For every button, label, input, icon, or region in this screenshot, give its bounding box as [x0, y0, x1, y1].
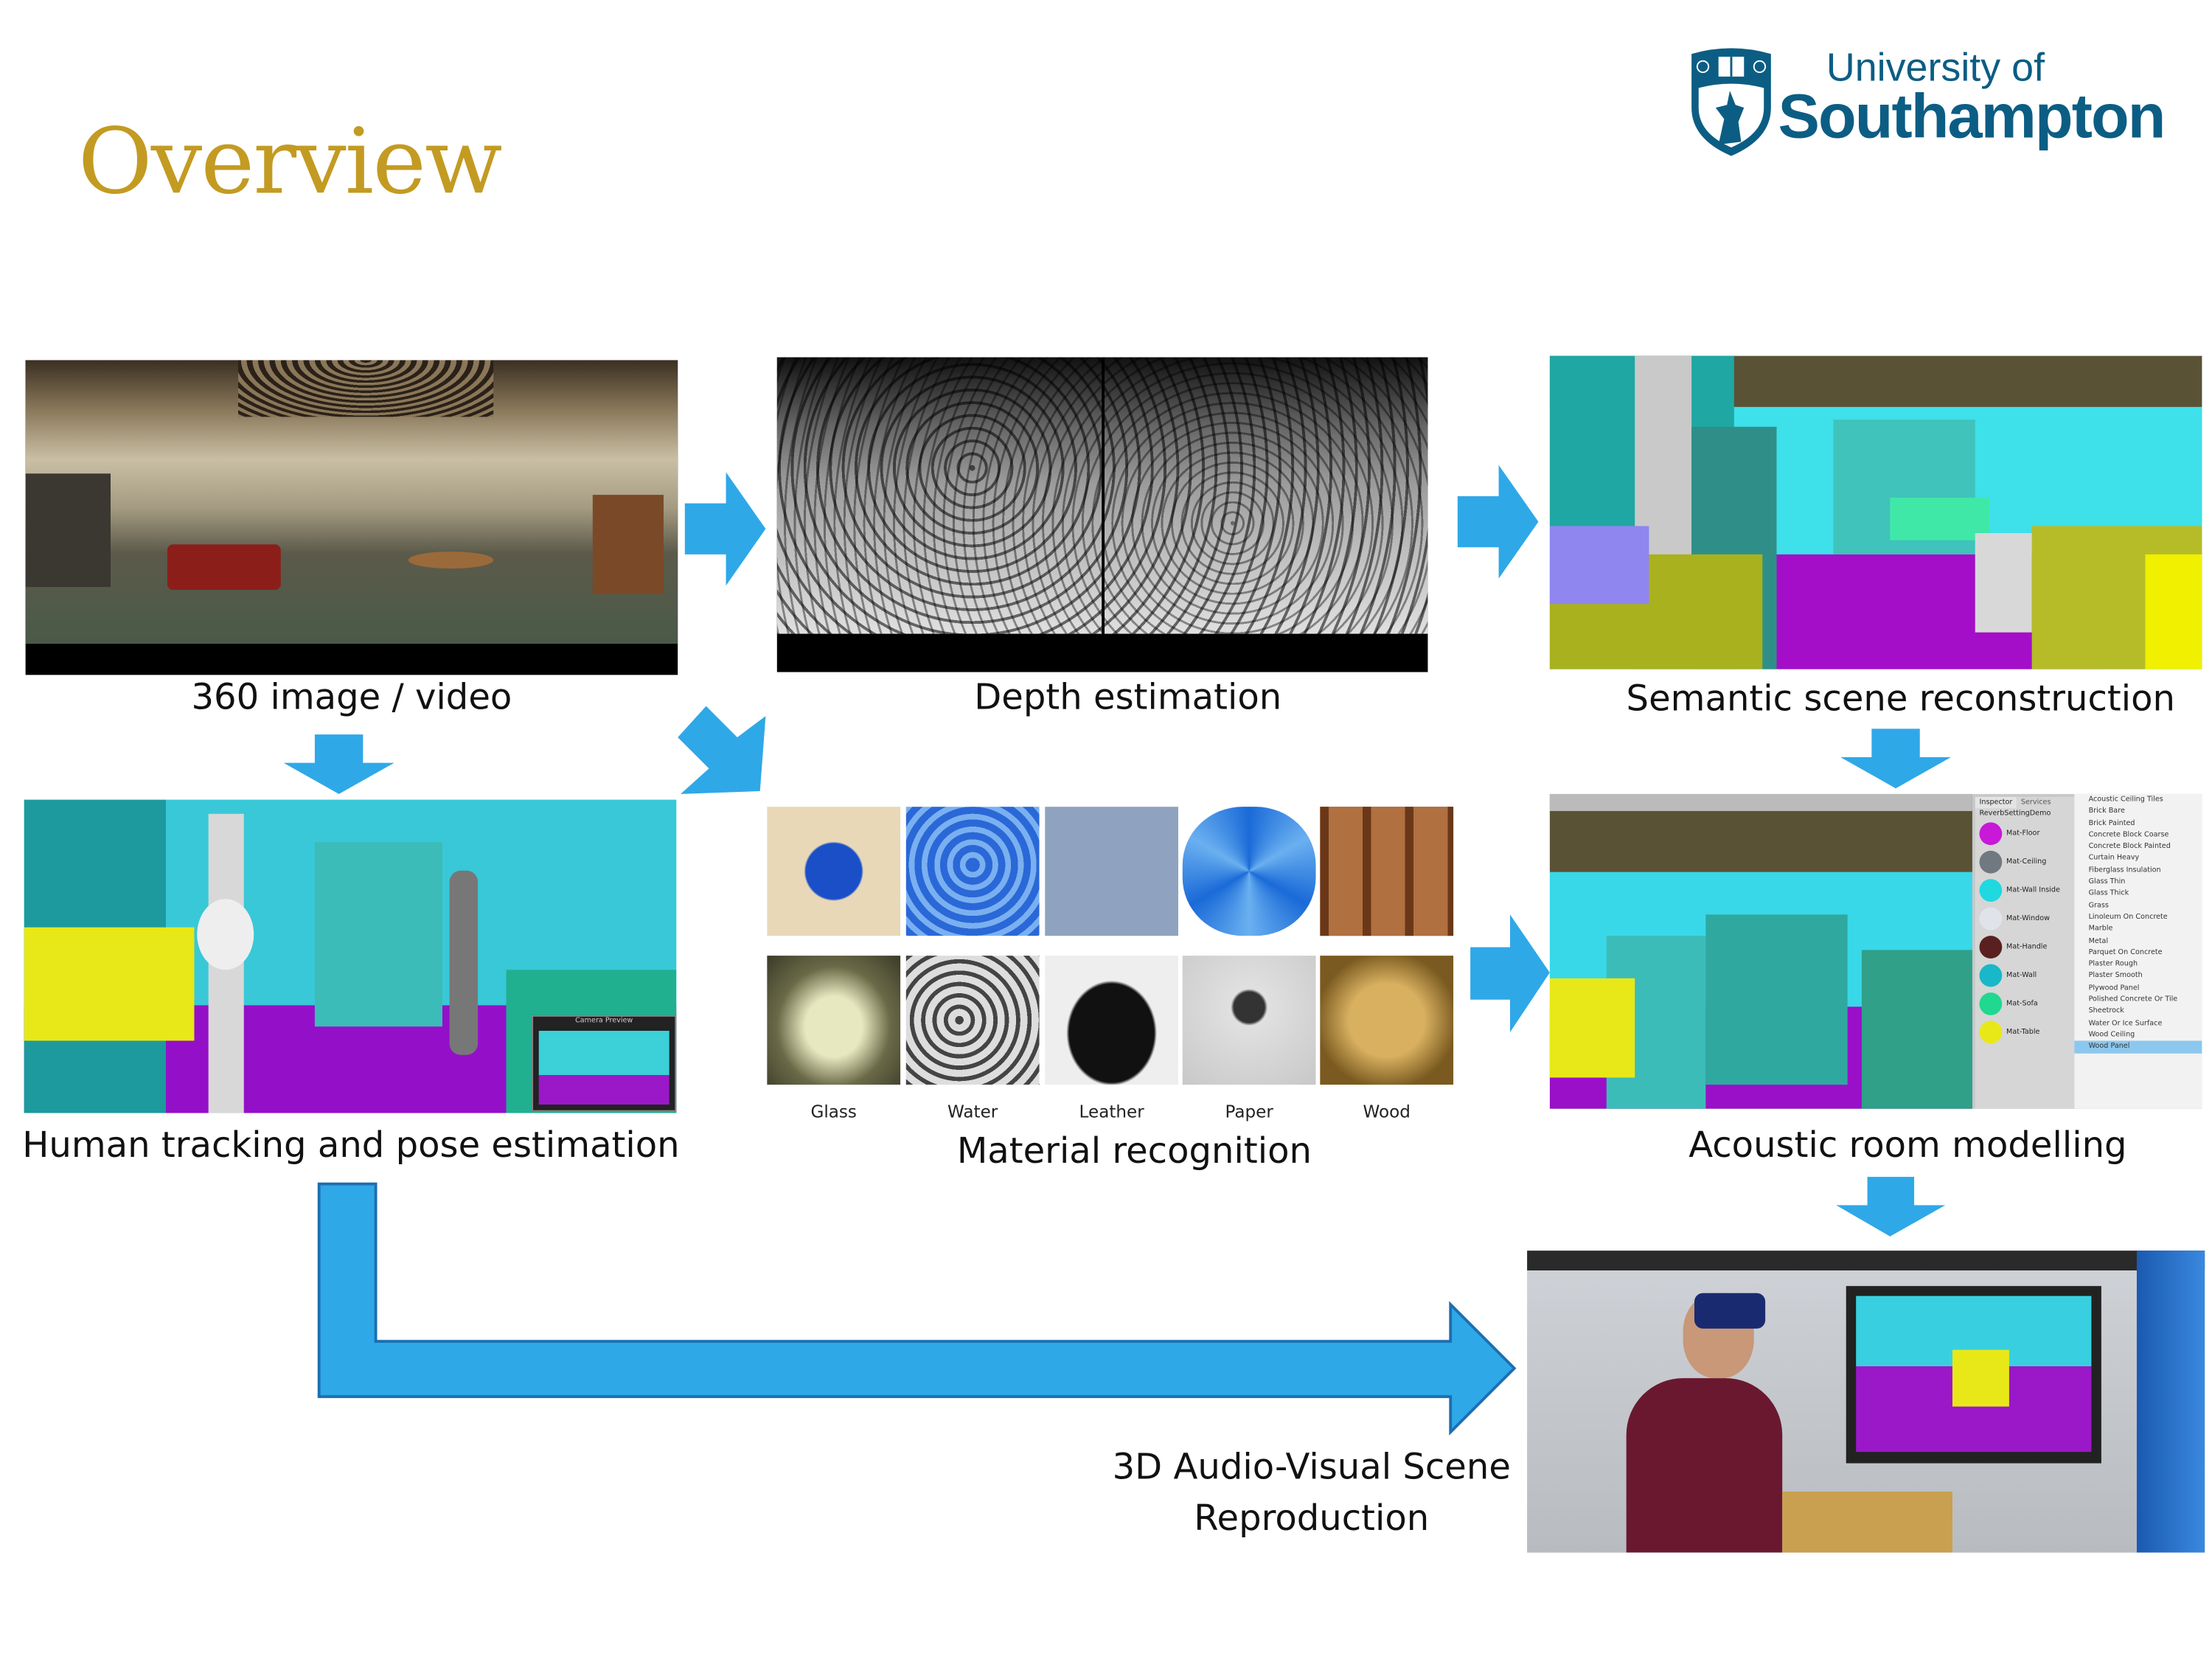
material-label-paper: Paper — [1225, 1102, 1273, 1122]
material-slot-label: Mat-Handle — [2006, 942, 2048, 952]
arrow-down-icon — [1836, 1177, 1946, 1237]
dropdown-option[interactable]: Concrete Block Coarse — [2088, 830, 2169, 840]
material-slot-label: Mat-Wall — [2006, 971, 2037, 980]
dropdown-option[interactable]: Glass Thin — [2088, 877, 2126, 887]
material-tile-glass — [767, 807, 901, 936]
arrow-right-icon — [684, 472, 766, 586]
inspector-tab-bar: Inspector Services — [1975, 796, 2075, 809]
material-tile-leather-2 — [1045, 956, 1179, 1085]
dropdown-option[interactable]: Curtain Heavy — [2088, 854, 2140, 863]
material-slot[interactable]: Mat-Wall Inside — [1975, 876, 2075, 904]
label-depth: Depth estimation — [974, 676, 1282, 718]
material-sphere-icon — [1979, 850, 2003, 874]
dropdown-option[interactable]: Marble — [2088, 925, 2113, 933]
material-tile-wood-2 — [1320, 956, 1454, 1085]
arrow-right-icon — [1457, 465, 1539, 579]
material-slot-label: Mat-Wall Inside — [2006, 886, 2060, 895]
dropdown-option[interactable]: Water Or Ice Surface — [2088, 1018, 2163, 1028]
dropdown-option[interactable]: Linoleum On Concrete — [2088, 913, 2168, 922]
material-sphere-icon — [1979, 964, 2003, 987]
university-logo: University of Southampton — [1687, 43, 2206, 162]
services-tab[interactable]: Services — [2020, 798, 2051, 807]
material-tile-leather — [1045, 807, 1179, 936]
dropdown-option[interactable]: Grass — [2088, 901, 2109, 910]
material-sphere-icon — [1979, 936, 2003, 959]
label-acoustic: Acoustic room modelling — [1688, 1124, 2127, 1166]
dropdown-option[interactable]: Wood Ceiling — [2088, 1030, 2135, 1040]
logo-line1: University of — [1826, 45, 2045, 90]
human-tracking-image: Camera Preview — [24, 799, 677, 1113]
inspector-tab[interactable]: Inspector — [1975, 796, 2017, 809]
material-sphere-icon — [1979, 879, 2003, 902]
slide-title: Overview — [77, 110, 503, 216]
material-label-leather: Leather — [1079, 1102, 1144, 1122]
material-slot-label: Mat-Ceiling — [2006, 858, 2047, 866]
vr-reproduction-photo — [1527, 1251, 2205, 1553]
material-slot[interactable]: Mat-Window — [1975, 905, 2075, 933]
dropdown-option[interactable]: Acoustic Ceiling Tiles — [2088, 795, 2163, 804]
dropdown-option[interactable]: Sheetrock — [2088, 1006, 2124, 1016]
material-tile-glass-2 — [767, 956, 901, 1085]
material-label-glass: Glass — [810, 1102, 857, 1122]
panorama-image — [25, 360, 678, 675]
material-tile-paper — [1182, 807, 1316, 936]
material-label-water: Water — [947, 1102, 998, 1122]
logo-line2: Southampton — [1778, 82, 2166, 152]
material-slot-label: Mat-Sofa — [2006, 999, 2038, 1009]
arrow-right-icon — [1470, 914, 1550, 1032]
material-slot[interactable]: Mat-Handle — [1975, 933, 2075, 961]
material-tile-water — [905, 807, 1040, 936]
arrow-down-icon — [1840, 728, 1952, 789]
label-reproduction-2: Reproduction — [1194, 1497, 1430, 1539]
label-material: Material recognition — [956, 1130, 1312, 1172]
material-slot[interactable]: Mat-Sofa — [1975, 990, 2075, 1018]
dropdown-option[interactable]: Wood Panel — [2074, 1040, 2202, 1053]
arrow-diagonal-icon — [678, 706, 766, 794]
material-sphere-icon — [1979, 907, 2003, 931]
dropdown-option[interactable]: Plaster Smooth — [2088, 972, 2143, 981]
material-slot-label: Mat-Floor — [2006, 829, 2040, 838]
material-sphere-icon — [1979, 1020, 2003, 1044]
dropdown-option[interactable]: Plaster Rough — [2088, 960, 2138, 969]
material-slot[interactable]: Mat-Floor — [1975, 819, 2075, 847]
dropdown-option[interactable]: Fiberglass Insulation — [2088, 866, 2161, 875]
depth-map-image — [776, 357, 1428, 672]
crest-icon — [1691, 48, 1771, 156]
label-tracking: Human tracking and pose estimation — [22, 1124, 680, 1166]
material-tile-wood — [1320, 807, 1454, 936]
semantic-scene-image — [1549, 355, 2202, 669]
dropdown-option[interactable]: Concrete Block Painted — [2088, 842, 2171, 852]
material-sphere-icon — [1979, 822, 2003, 846]
arrow-down-icon — [283, 734, 394, 794]
dropdown-option[interactable]: Glass Thick — [2088, 889, 2129, 898]
dropdown-option[interactable]: Brick Painted — [2088, 818, 2135, 828]
material-slot[interactable]: Mat-Ceiling — [1975, 848, 2075, 876]
material-tile-paper-2 — [1182, 956, 1316, 1085]
label-semantic: Semantic scene reconstruction — [1626, 678, 2175, 719]
camera-preview-label: Camera Preview — [575, 1016, 633, 1026]
label-capture: 360 image / video — [191, 676, 512, 718]
acoustic-model-image: Inspector Services ReverbSettingDemo Mat… — [1549, 793, 2202, 1109]
arrow-l-icon — [317, 1182, 1517, 1436]
material-sphere-icon — [1979, 992, 2003, 1015]
material-label-wood: Wood — [1363, 1102, 1411, 1122]
material-tile-water-2 — [905, 956, 1040, 1085]
dropdown-option[interactable]: Plywood Panel — [2088, 984, 2140, 992]
material-grid: Glass Water Leather Paper Wood — [767, 807, 1455, 1133]
dropdown-option[interactable]: Parquet On Concrete — [2088, 948, 2163, 957]
dropdown-option[interactable]: Brick Bare — [2088, 807, 2125, 816]
label-reproduction-1: 3D Audio-Visual Scene — [1112, 1446, 1511, 1488]
material-slot-label: Mat-Table — [2006, 1028, 2040, 1037]
material-slot[interactable]: Mat-Wall — [1975, 961, 2075, 990]
dropdown-option[interactable]: Polished Concrete Or Tile — [2088, 995, 2178, 1004]
inspector-object: ReverbSettingDemo — [1979, 810, 2051, 818]
material-slot[interactable]: Mat-Table — [1975, 1018, 2075, 1046]
dropdown-option[interactable]: Metal — [2088, 936, 2109, 945]
material-slot-label: Mat-Window — [2006, 914, 2050, 923]
